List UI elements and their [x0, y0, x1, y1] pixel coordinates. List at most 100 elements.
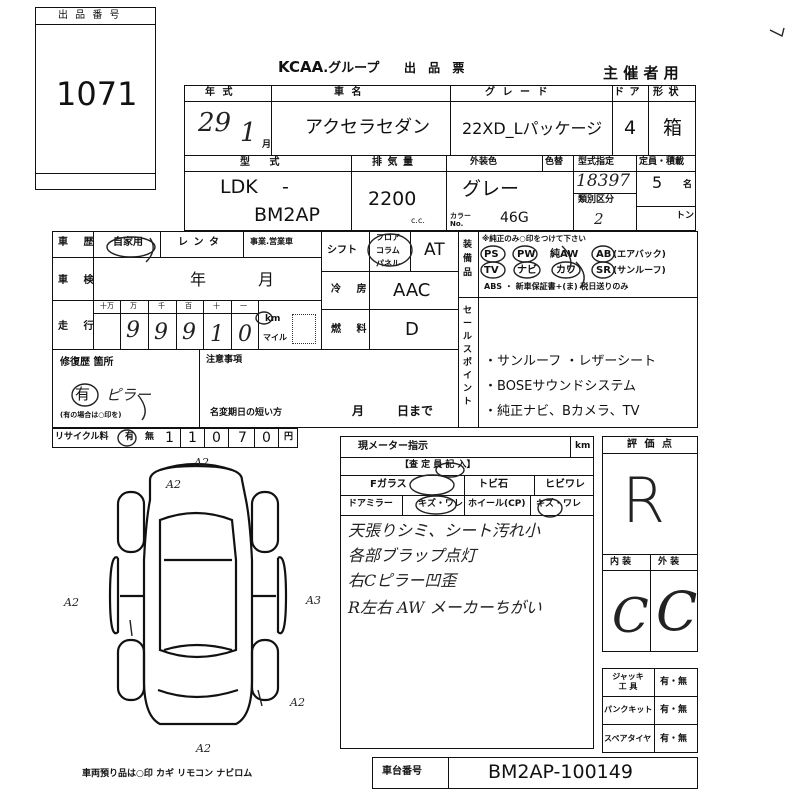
- equip-aw: 純AW: [550, 249, 579, 260]
- type-header: 型 式: [240, 157, 288, 168]
- recycle-label: リサイクル料: [55, 432, 109, 442]
- chassis-label: 車台番号: [382, 766, 422, 777]
- interior-label: 内 装: [610, 557, 632, 567]
- hand-note-3: 右Cピラー凹歪: [348, 571, 457, 590]
- recycle-row: [52, 428, 298, 448]
- private-use: 自家用: [113, 237, 143, 248]
- year-header: 年 式: [205, 87, 235, 98]
- cooling-value: AAC: [393, 280, 431, 301]
- type-code: BM2AP: [254, 204, 320, 226]
- kizu-ware-2: キズ・ワレ: [536, 499, 582, 509]
- recycle-has: 有: [125, 432, 135, 442]
- capacity-value: 5: [652, 173, 663, 192]
- tobi-label: トビ石: [478, 479, 508, 490]
- recycle-yen: 円: [284, 432, 294, 442]
- equip-tv: TV: [484, 265, 499, 276]
- lot-box: [35, 7, 156, 190]
- mileage-unit-4: 十: [213, 302, 220, 310]
- shift-label: シフト: [327, 245, 357, 256]
- mileage-unit-1: 万: [130, 302, 137, 310]
- mileage-unit-2: 千: [158, 302, 165, 310]
- mile-unit: マイル: [263, 333, 287, 342]
- sheet-title: 出 品 票: [404, 61, 469, 75]
- equip-sr: SR: [596, 265, 611, 276]
- tool-jack-value: 有・無: [660, 677, 688, 687]
- tool-puncture-label: パンクキット: [604, 705, 653, 714]
- diagram-mark-left: A2: [63, 596, 79, 609]
- type-spec-value: 18397: [576, 171, 631, 191]
- equip-ps: PS: [484, 249, 499, 260]
- color-value: グレー: [462, 178, 520, 200]
- tax-day: 日まで: [397, 404, 434, 418]
- equip-sr-note: (サンルーフ): [613, 266, 666, 276]
- recycle-digit-3: 7: [238, 430, 247, 446]
- type-dash: -: [282, 176, 289, 198]
- diagram-mark-front: A2: [193, 456, 209, 469]
- repair-has: 有: [75, 385, 91, 403]
- score-value: R: [622, 464, 666, 537]
- tax-label: 名変期日の短い方: [210, 408, 283, 418]
- shaken-label: 車 検: [58, 275, 100, 286]
- tools-block: [602, 668, 698, 753]
- mileage-unit-3: 百: [185, 302, 192, 310]
- type-prefix: LDK: [220, 176, 258, 198]
- inspection-block: [340, 436, 594, 749]
- meter-label: 現メーター指示: [358, 441, 428, 452]
- doors-value: 4: [624, 117, 637, 139]
- displacement-value: 2200: [368, 188, 417, 210]
- history-label: 車 歴: [58, 237, 100, 248]
- repair-note: ピラー: [106, 386, 152, 404]
- hand-note-2: 各部ブラップ点灯: [348, 546, 477, 565]
- hand-note-1: 天張りシミ、シート汚れ小: [348, 521, 541, 540]
- exterior-label: 外 装: [658, 557, 680, 567]
- capacity-unit: 名: [683, 180, 693, 190]
- mile-box: [292, 314, 316, 344]
- equip-abs: ABS ・ 新車保証書+(ま) 税日送りのみ: [484, 282, 629, 291]
- sales-point-2: ・BOSEサウンドシステム: [484, 379, 636, 394]
- model-header: 車 名: [334, 87, 364, 98]
- equip-camera: カワ: [556, 265, 576, 276]
- mileage-digit-1: 9: [126, 318, 140, 343]
- color-no-header: 色替: [545, 157, 564, 167]
- fuel-label: 燃 料: [331, 324, 373, 335]
- sales-point-1: ・サンルーフ ・レザーシート: [484, 354, 657, 369]
- repair-label: 修復歴 箇所: [60, 357, 114, 368]
- hand-note-4: R左右 AW メーカーちがい: [348, 598, 542, 617]
- cc-label: c.c.: [411, 216, 425, 225]
- diagram-mark-front-bumper: A2: [165, 478, 181, 491]
- recycle-digit-4: 0: [262, 430, 271, 446]
- inspection-title: 【査 定 員 記 入】: [400, 460, 476, 470]
- tax-month: 月: [352, 404, 365, 418]
- diagram-mark-rear-right: A2: [289, 696, 305, 709]
- door-mirror-label: ドアミラー: [348, 499, 393, 509]
- mileage-unit-0: 十万: [100, 302, 114, 310]
- tool-spare-value: 有・無: [660, 734, 688, 744]
- vehicle-info-block: [184, 85, 696, 231]
- shift-option-panel: パネル: [376, 259, 400, 268]
- kizu-ware-1: キズ・ワレ: [418, 499, 464, 509]
- shaken-month: 月: [258, 270, 275, 289]
- equipment-note: ※純正のみ○印をつけて下さい: [482, 234, 586, 243]
- km-unit: km: [265, 314, 281, 324]
- brand-logo: KCAA.グループ: [278, 58, 380, 76]
- color-code: 46G: [500, 210, 529, 226]
- mileage-label: 走 行: [58, 321, 100, 332]
- shaken-year: 年: [190, 270, 207, 289]
- month-value: 1: [240, 118, 257, 148]
- footer-text: 車両預り品は○印 カギ リモコン ナビロム: [82, 769, 253, 779]
- equip-pw: PW: [517, 249, 536, 260]
- business-label: 事業.営業車: [250, 237, 294, 246]
- diagram-mark-right: A3: [305, 594, 321, 607]
- shape-value: 箱: [663, 117, 683, 139]
- fuel-value: D: [405, 319, 419, 340]
- sales-label: セールスポイント: [463, 306, 473, 407]
- notes-label: 注意事項: [206, 355, 243, 365]
- shape-header: 形 状: [653, 87, 680, 98]
- mileage-digit-5: 0: [238, 322, 252, 347]
- f-glass-label: Fガラス: [370, 479, 407, 490]
- class-value: 2: [594, 210, 604, 228]
- capacity-header: 定員・積載: [639, 157, 685, 167]
- recycle-none: 無: [145, 432, 155, 442]
